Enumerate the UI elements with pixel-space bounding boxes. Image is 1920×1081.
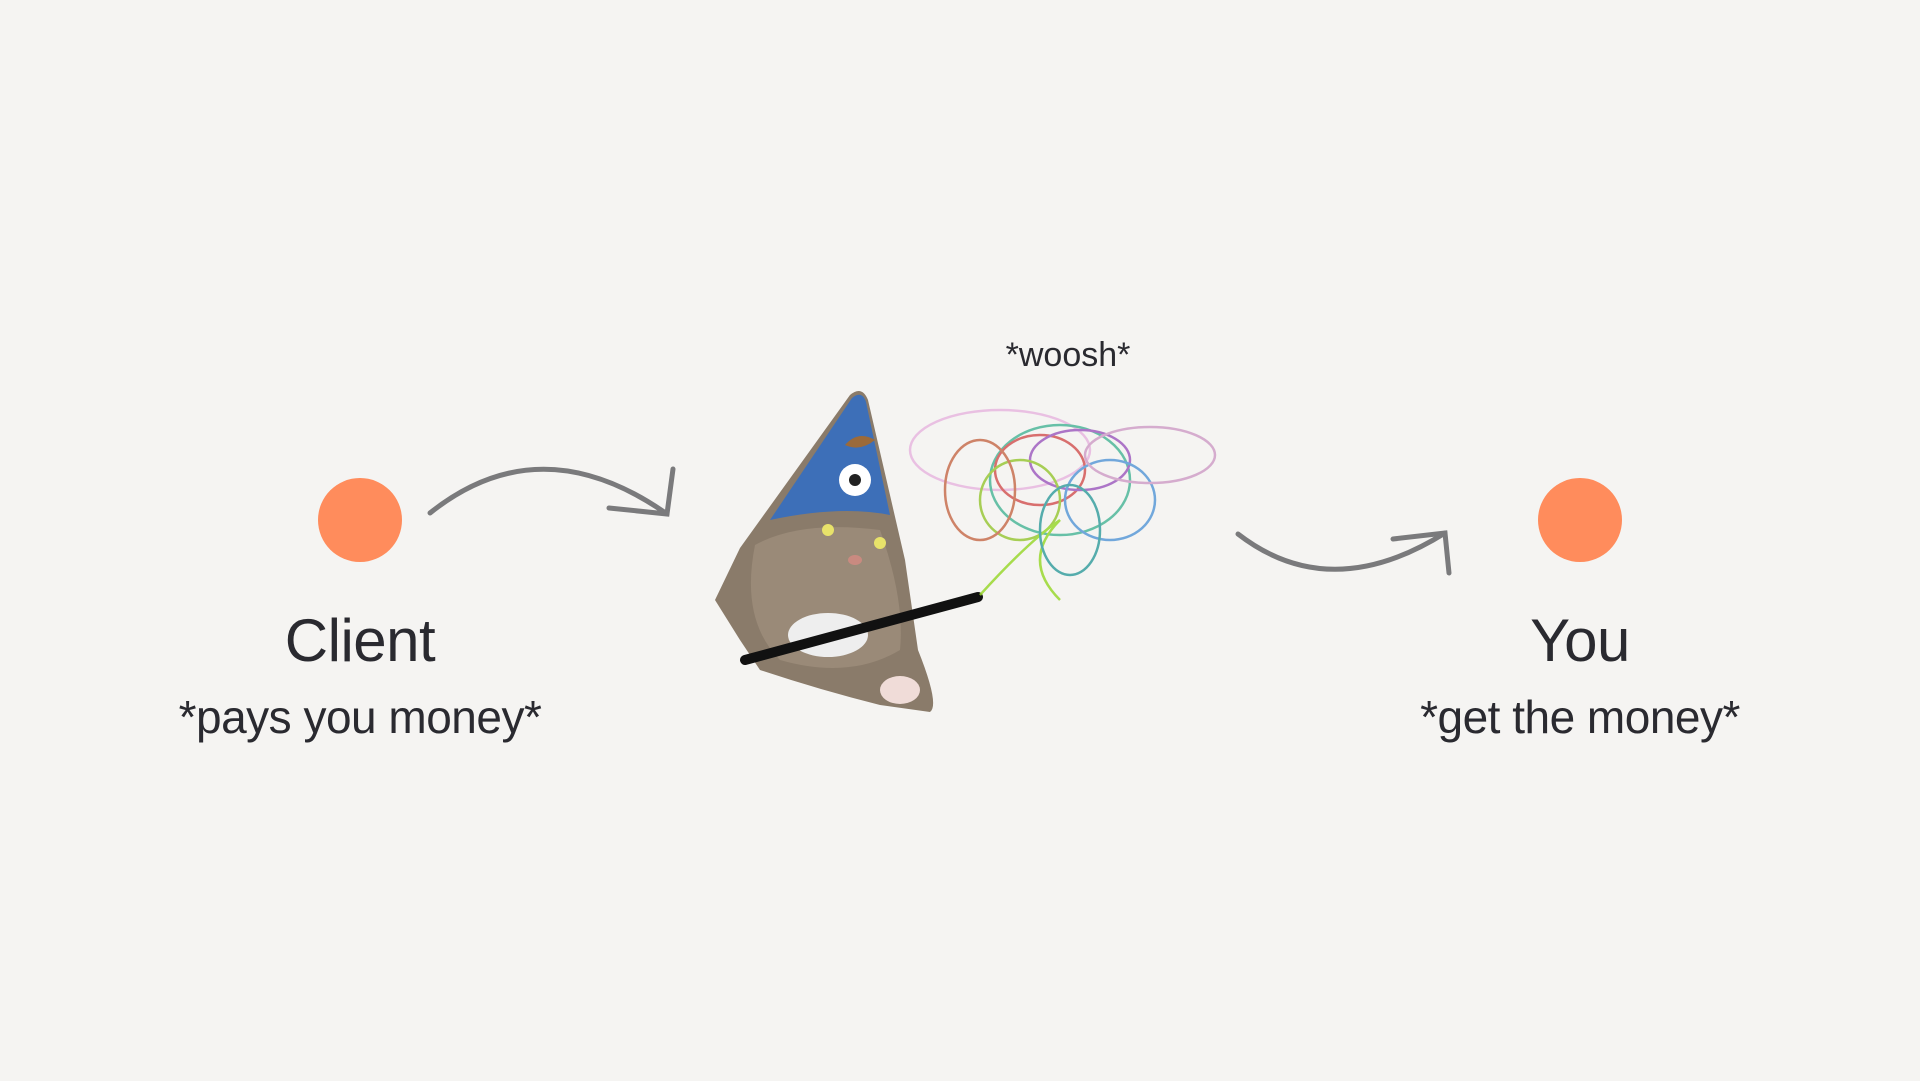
you-subtitle: *get the money*	[1420, 691, 1740, 743]
arrow-client-to-wizard-icon	[427, 466, 676, 517]
woosh-caption: *woosh*	[1005, 336, 1131, 374]
client-title: Client	[284, 607, 436, 674]
client-subtitle: *pays you money*	[178, 691, 542, 743]
magic-scribble-icon	[908, 408, 1217, 601]
arrow-wizard-to-you-icon	[1235, 530, 1452, 576]
wizard-cat-icon	[715, 391, 983, 712]
client-node-dot	[318, 478, 402, 562]
you-node-dot	[1538, 478, 1622, 562]
you-title: You	[1530, 607, 1630, 674]
